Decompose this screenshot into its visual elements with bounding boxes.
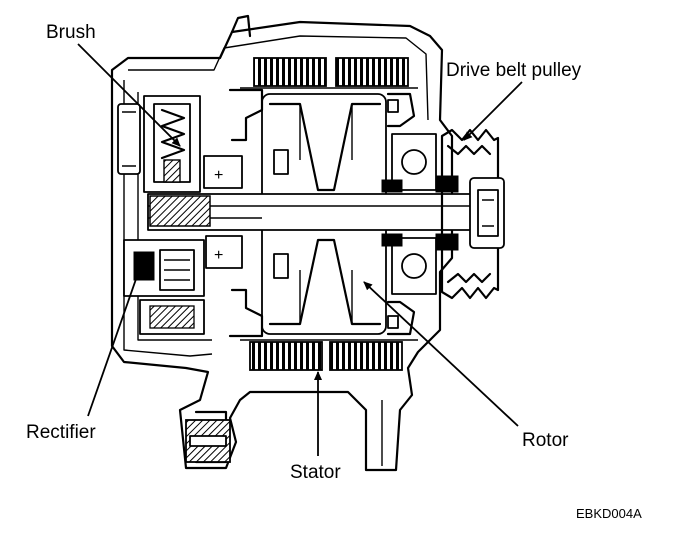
label-rotor: Rotor [522,430,569,451]
label-drive-belt-pulley: Drive belt pulley [446,60,582,81]
figure-code: EBKD004A [576,506,642,521]
leader-rotor [363,281,519,427]
label-brush: Brush [46,22,96,43]
terminal-connector [185,419,231,463]
leader-drive-belt-pulley [463,81,523,141]
rectifier-assembly: + [123,235,243,335]
shaft-and-pulley [147,128,505,300]
leader-rectifier [87,261,144,417]
label-rectifier: Rectifier [26,422,96,443]
svg-text:+: + [214,167,223,184]
svg-text:+: + [214,247,223,264]
brush-holder: + [117,95,243,193]
label-stator: Stator [290,462,341,483]
stator-windings [240,57,418,371]
leader-brush [77,43,181,147]
